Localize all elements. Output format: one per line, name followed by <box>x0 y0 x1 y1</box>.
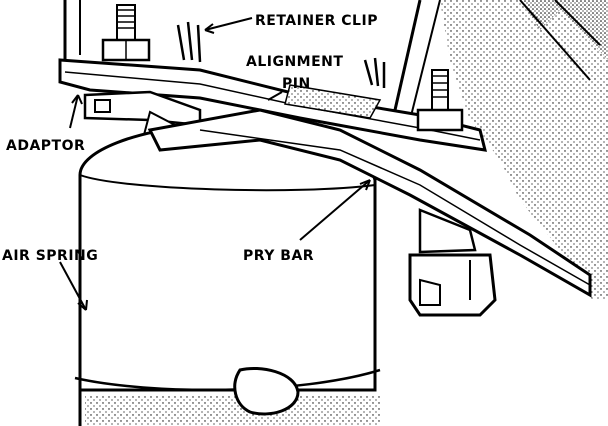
left-mount-stud <box>101 4 151 62</box>
label-pin: PIN <box>282 76 311 92</box>
pry-bar <box>147 108 592 298</box>
alignment-pin-leader <box>267 91 283 101</box>
label-retainer-clip: RETAINER CLIP <box>255 13 378 29</box>
pry-bar-leader <box>299 179 371 241</box>
callout-leaders <box>59 17 371 311</box>
lower-mount-bracket <box>408 208 497 317</box>
upper-mount-plate <box>58 58 488 152</box>
label-pry-bar: PRY BAR <box>243 248 314 264</box>
adaptor-arrow <box>71 94 83 105</box>
label-alignment: ALIGNMENT <box>246 54 343 70</box>
pry-bar-arrow <box>359 179 371 191</box>
right-mount-stud <box>416 69 464 132</box>
air-spring-arrow <box>77 299 88 311</box>
air-spring-body <box>74 122 381 426</box>
adaptor-leader <box>69 94 79 129</box>
vehicle-frame <box>63 0 608 300</box>
label-air-spring: AIR SPRING <box>2 248 98 264</box>
retainer-clip <box>176 21 386 88</box>
air-spring-leader <box>59 261 87 311</box>
retainer-clip-arrow <box>204 23 215 34</box>
retainer-clip-leader <box>204 17 253 31</box>
label-adaptor: ADAPTOR <box>6 138 85 154</box>
